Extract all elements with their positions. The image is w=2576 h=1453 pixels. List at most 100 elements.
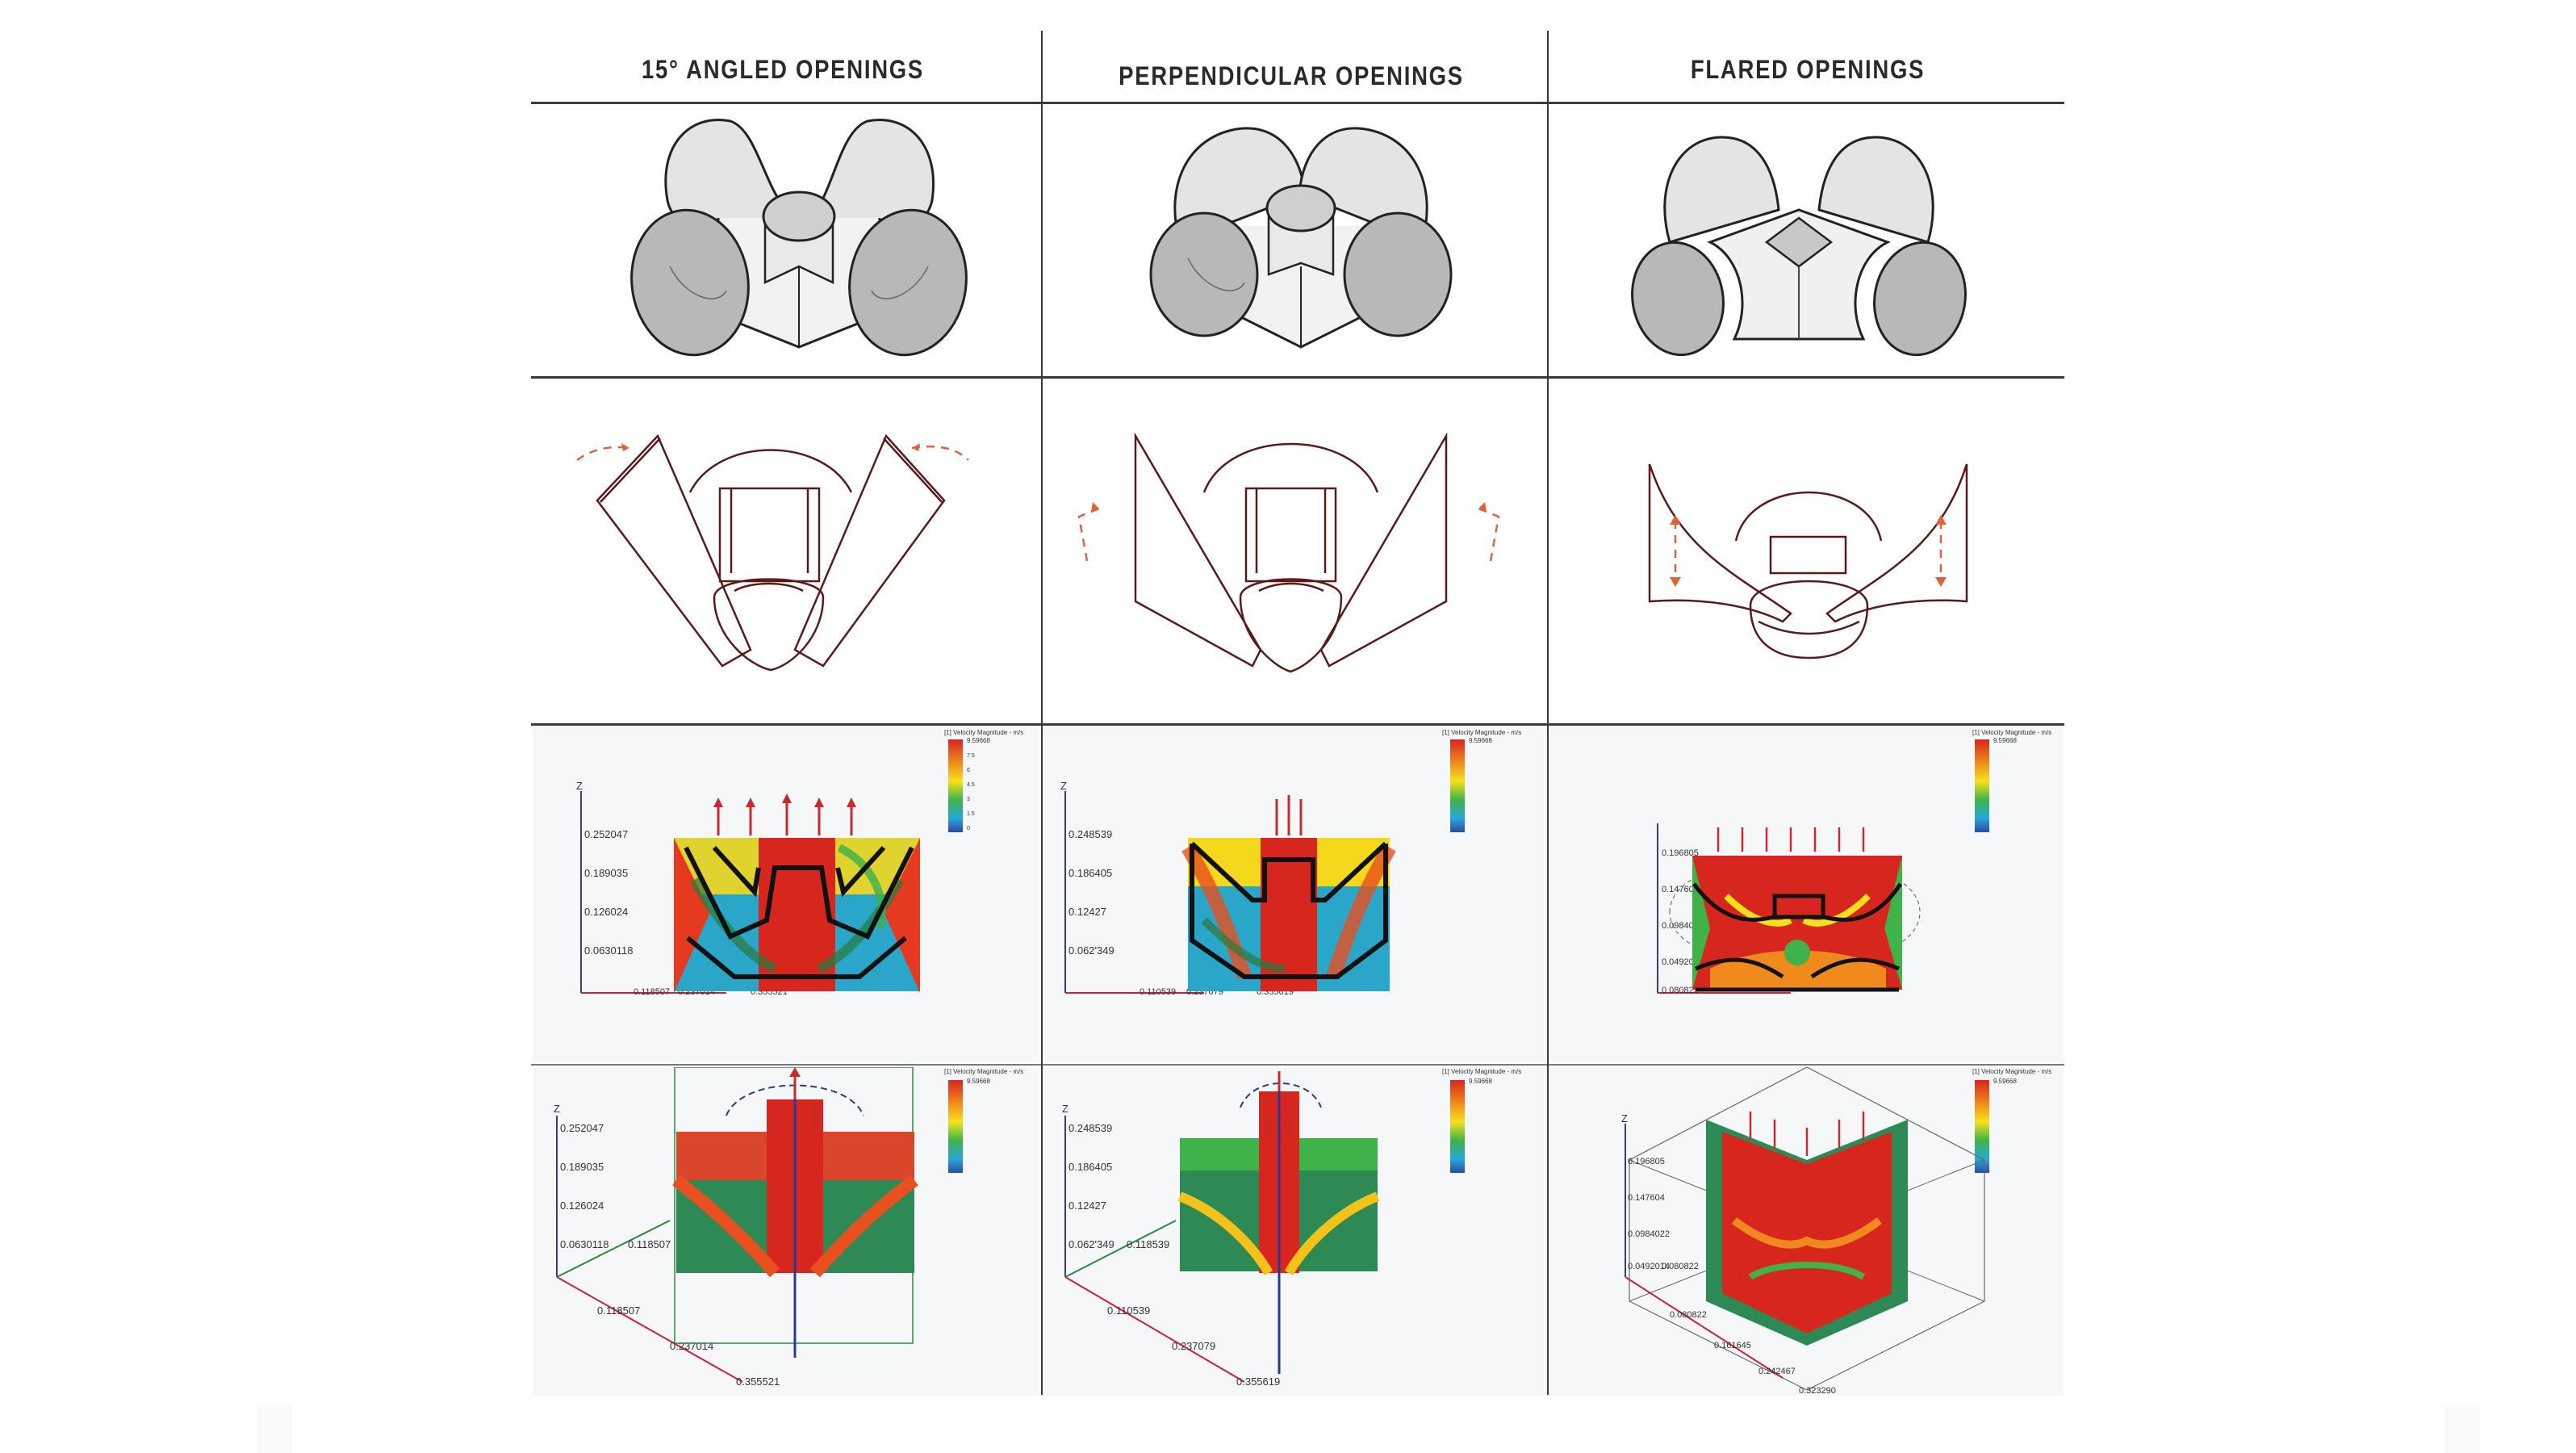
tick-base: 0.355521 [736, 1376, 780, 1388]
pattern-perpendicular [1043, 379, 1546, 722]
legend-tick: 0 [967, 826, 970, 831]
legend-bar-flared-iso [1975, 1080, 1989, 1173]
sim-label-perp-top: [1] Velocity Magnitude - m/s [1442, 729, 1521, 736]
legend-bar-perp-top [1450, 739, 1465, 832]
tick-z: 0.126024 [584, 906, 628, 918]
render-flared [1549, 105, 2064, 375]
tick-x: 0.118507 [634, 987, 670, 997]
axis-z-flared-iso: Z [1621, 1112, 1628, 1124]
axis-z-perp-iso: Z [1062, 1103, 1068, 1115]
tick-z: 0.196805 [1662, 848, 1699, 858]
legend-bar-flared-top [1975, 739, 1989, 832]
sim-label-angled-iso: [1] Velocity Magnitude - m/s [944, 1068, 1023, 1075]
tick-z: 0.12427 [1068, 1200, 1106, 1212]
tick-base: 0.237014 [670, 1340, 713, 1352]
tick-x: 0.110539 [1140, 987, 1176, 997]
tick-base: 0.161645 [1714, 1341, 1751, 1350]
tick-z: 0.12427 [1068, 906, 1106, 918]
tick-z: 0.0630118 [584, 944, 634, 957]
pattern-flared-svg [1648, 463, 1968, 660]
tick-inner: 0.118539 [1127, 1238, 1169, 1250]
cfd-iso-angled-svg: [1] Velocity Magnitude - m/s 9.59668 Z 0… [554, 1067, 1023, 1388]
cfd-top-perpendicular: [1] Velocity Magnitude - m/s 9.59668 Z 0… [1043, 726, 1546, 1062]
legend-bar-angled-top [948, 739, 963, 832]
pattern-perpendicular-svg [1077, 432, 1500, 673]
cfd-iso-perpendicular: [1] Velocity Magnitude - m/s 9.59668 Z 0… [1043, 1067, 1546, 1396]
cfd-iso-flared: [1] Velocity Magnitude - m/s 9.59668 Z 0… [1549, 1067, 2064, 1396]
legend-bar-perp-iso [1450, 1080, 1465, 1173]
axis-z-angled-iso: Z [554, 1103, 560, 1115]
tick-z: 0.252047 [584, 828, 628, 840]
tick-inner: 0.118507 [628, 1238, 671, 1250]
tick-z: 0.062'349 [1068, 1238, 1114, 1250]
sim-label-angled-top: [1] Velocity Magnitude - m/s [944, 729, 1023, 736]
legend-max-angled-iso: 9.59668 [967, 1078, 990, 1085]
tick-z: 0.189035 [584, 867, 628, 879]
cfd-top-perpendicular-svg: [1] Velocity Magnitude - m/s 9.59668 Z 0… [1060, 729, 1521, 997]
tick-base: 0.080822 [1670, 1310, 1707, 1320]
column-title-perpendicular: PERPENDICULAR OPENINGS [1119, 61, 1464, 90]
render-perpendicular [1043, 105, 1546, 375]
cfd-iso-angled: [1] Velocity Magnitude - m/s 9.59668 Z 0… [533, 1067, 1039, 1396]
column-title-flared: FLARED OPENINGS [1690, 54, 1926, 84]
legend-tick: 1.5 [967, 811, 975, 817]
render-flared-svg [1631, 136, 1967, 357]
cfd-top-flared: [1] Velocity Magnitude - m/s 9.59668 0.1… [1549, 726, 2064, 1062]
tick-base: 0.242467 [1758, 1367, 1796, 1376]
pattern-angled [533, 379, 1039, 722]
tick-inner: 0.080822 [1662, 1262, 1699, 1271]
tick-z: 0.196805 [1628, 1157, 1665, 1166]
render-perpendicular-svg [1149, 127, 1453, 349]
tick-z: 0.189035 [560, 1161, 604, 1173]
tick-x: 0.080822 [1662, 986, 1699, 995]
grid-line-row3 [531, 1064, 2064, 1066]
tick-z: 0.147604 [1662, 885, 1699, 894]
axis-z-angled-top: Z [576, 780, 583, 792]
tick-z: 0.0984022 [1628, 1229, 1670, 1239]
edge-shade-left [257, 1405, 292, 1453]
legend-max-perp-iso: 9.59668 [1469, 1078, 1492, 1085]
tick-base: 0.237079 [1172, 1340, 1215, 1352]
cfd-top-flared-svg: [1] Velocity Magnitude - m/s 9.59668 0.1… [1657, 729, 2051, 995]
grid-line-row2 [531, 723, 2064, 726]
tick-z: 0.126024 [560, 1200, 604, 1212]
sim-label-perp-iso: [1] Velocity Magnitude - m/s [1442, 1068, 1521, 1075]
legend-bar-angled-iso [948, 1080, 963, 1173]
legend-tick: 6 [967, 768, 970, 773]
tick-z: 0.147604 [1628, 1193, 1665, 1203]
tick-z: 0.248539 [1068, 1122, 1112, 1134]
cfd-iso-perpendicular-svg: [1] Velocity Magnitude - m/s 9.59668 Z 0… [1062, 1068, 1521, 1388]
tick-z: 0.0630118 [560, 1238, 609, 1250]
cfd-top-angled: [1] Velocity Magnitude - m/s 9.59668 7.5… [533, 726, 1039, 1062]
tick-z: 0.248539 [1068, 828, 1112, 840]
tick-z: 0.252047 [560, 1122, 604, 1134]
sim-label-flared-iso: [1] Velocity Magnitude - m/s [1972, 1068, 2051, 1075]
cfd-top-angled-svg: [1] Velocity Magnitude - m/s 9.59668 7.5… [576, 729, 1023, 997]
grid-line-header [531, 102, 2064, 104]
legend-max-angled-top: 9.59668 [967, 737, 990, 744]
legend-tick: 3 [967, 797, 970, 802]
grid-line-row1 [531, 376, 2064, 379]
axis-z-perp-top: Z [1060, 780, 1067, 792]
legend-max-perp-top: 9.59668 [1469, 737, 1492, 744]
legend-tick: 7.5 [967, 753, 975, 759]
render-angled-svg [630, 119, 968, 357]
pattern-flared [1549, 379, 2064, 722]
legend-tick: 4.5 [967, 782, 975, 788]
legend-max-flared-top: 9.59668 [1993, 737, 2017, 744]
pattern-angled-svg [576, 433, 969, 672]
grid-line-col1 [1041, 31, 1043, 1395]
legend-max-flared-iso: 9.59668 [1993, 1078, 2017, 1085]
tick-base: 0.110539 [1107, 1304, 1150, 1317]
tick-z: 0.186405 [1068, 1161, 1112, 1173]
cfd-iso-flared-svg: [1] Velocity Magnitude - m/s 9.59668 Z 0… [1621, 1067, 2051, 1396]
edge-shade-right [2445, 1405, 2481, 1453]
render-angled [533, 105, 1039, 375]
column-title-angled: 15° ANGLED OPENINGS [641, 54, 925, 84]
tick-z: 0.186405 [1068, 867, 1112, 879]
grid-line-col2 [1547, 31, 1549, 1395]
sim-label-flared-top: [1] Velocity Magnitude - m/s [1972, 729, 2051, 736]
tick-base: 0.355619 [1236, 1376, 1280, 1388]
tick-z: 0.062'349 [1068, 944, 1114, 957]
